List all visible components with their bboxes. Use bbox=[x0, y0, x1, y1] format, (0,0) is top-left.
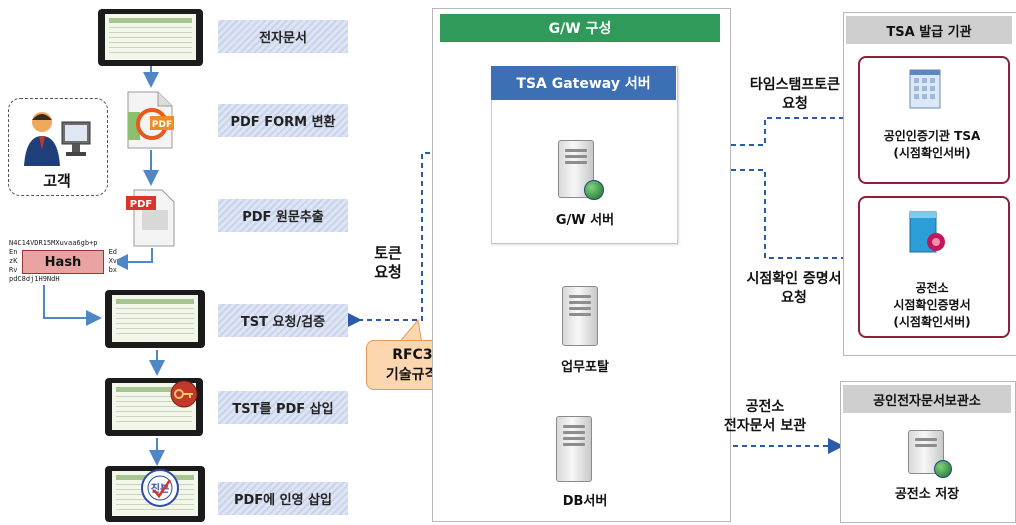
building-icon bbox=[908, 66, 942, 110]
hash-line: zK bbox=[9, 257, 18, 265]
seal-stamp-icon: 진본 bbox=[140, 468, 180, 508]
esd-storage-label: 공전소 전자문서 보관 bbox=[723, 399, 807, 434]
tsa-node-1-label: 공인인증기관 TSA (시점확인서버) bbox=[883, 129, 981, 160]
hash-line: N4C14VDR15MXuvaa6gb+p bbox=[9, 239, 98, 247]
tablet-electronic-document bbox=[98, 9, 203, 66]
step-electronic-document: 전자문서 bbox=[218, 20, 348, 53]
flow-arrow-4 bbox=[43, 285, 102, 326]
key-badge-icon bbox=[170, 380, 198, 408]
flow-arrow-3 bbox=[112, 248, 153, 270]
tsa-node-2-label: 공전소 시점확인증명서 (시점확인서버) bbox=[893, 281, 971, 329]
tsa-request-arrow bbox=[665, 110, 862, 153]
step-pdf-form-conversion: PDF FORM 변환 bbox=[218, 104, 348, 137]
customer-panel bbox=[8, 98, 108, 196]
hash-line: En bbox=[9, 248, 18, 256]
db-server-label: DB서버 bbox=[562, 494, 608, 509]
hash-label: Hash bbox=[22, 250, 104, 274]
step-pdf-text-extraction: PDF 원문추출 bbox=[218, 199, 348, 232]
gw-config-title: G/W 구성 bbox=[440, 14, 720, 42]
pdf-extract-icon: PDF bbox=[124, 188, 176, 248]
step-tst-request-verify: TST 요청/검증 bbox=[218, 304, 348, 337]
step-seal-insert-pdf: PDF에 인영 삽입 bbox=[218, 482, 348, 515]
time-cert-request-label: 시점확인 증명서 요청 bbox=[746, 271, 842, 306]
step-tst-insert-pdf: TST를 PDF 삽입 bbox=[218, 391, 348, 424]
archive-title: 공인전자문서보관소 bbox=[843, 385, 1011, 413]
svg-text:PDF: PDF bbox=[152, 120, 172, 130]
cert-server-icon bbox=[906, 206, 948, 256]
hash-line: Rv bbox=[9, 266, 18, 274]
archive-node-label: 공전소 저장 bbox=[894, 487, 960, 502]
hash-line: Ed bbox=[108, 248, 117, 256]
gateway-server-title: TSA Gateway 서버 bbox=[491, 66, 676, 100]
hash-line: pdC8dj1H9NdH bbox=[9, 275, 60, 283]
svg-text:PDF: PDF bbox=[130, 199, 152, 210]
gw-server-label: G/W 서버 bbox=[555, 213, 615, 228]
db-server-icon bbox=[556, 416, 592, 482]
hash-line: Xv bbox=[108, 257, 117, 265]
tablet-tst-request bbox=[105, 290, 205, 348]
timestamp-token-request-label: 타임스탬프토큰 요청 bbox=[749, 77, 841, 112]
token-request-label: 토큰 요청 bbox=[374, 244, 402, 281]
customer-icon bbox=[22, 108, 94, 170]
globe-icon bbox=[584, 180, 604, 200]
pdf-form-icon: PDF bbox=[124, 90, 176, 150]
business-portal-label: 업무포탈 bbox=[561, 360, 609, 375]
customer-label: 고객 bbox=[43, 172, 71, 190]
tsa-issuer-title: TSA 발급 기관 bbox=[846, 16, 1012, 44]
hash-line: bx bbox=[108, 266, 117, 274]
globe-icon bbox=[934, 460, 952, 478]
business-portal-icon bbox=[562, 286, 598, 346]
